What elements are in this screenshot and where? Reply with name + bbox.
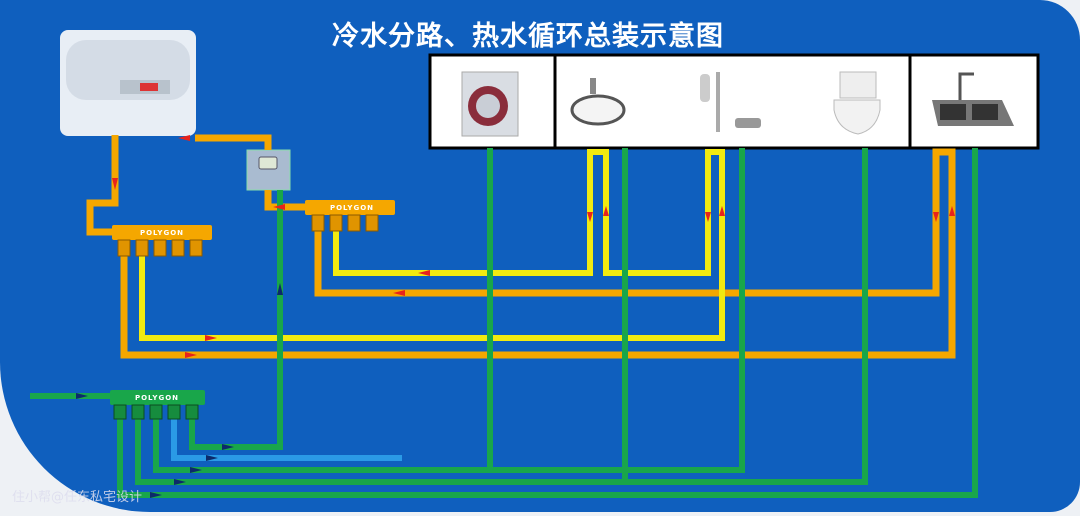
manifold-label: POLYGON: [330, 204, 374, 212]
cold-flow-arrows: [76, 283, 283, 498]
page-title: 冷水分路、热水循环总装示意图: [0, 14, 1080, 53]
circulation-pump: [246, 149, 291, 191]
basin-icon: [570, 78, 626, 126]
cold-branch-pipe: [171, 412, 402, 461]
watermark: 住小帮@任东私宅设计: [12, 490, 143, 505]
hot-main-manifold: POLYGON: [112, 225, 212, 257]
hot-flow-arrows: [112, 135, 955, 358]
shower-icon: [700, 72, 761, 132]
cold-pipes: [30, 148, 978, 498]
title-text: 冷水分路、热水循环总装示意图: [332, 21, 724, 52]
manifold-label: POLYGON: [140, 229, 184, 237]
toilet-icon: [833, 71, 881, 135]
hot-supply-pipes: [86, 134, 956, 359]
hot-return-pipe: [139, 149, 725, 341]
kitchen-sink-icon: [932, 72, 1014, 126]
cold-manifold: POLYGON: [110, 390, 205, 420]
washing-machine-icon: [461, 71, 519, 137]
manifold-label: POLYGON: [135, 394, 179, 402]
hot-return-manifold: POLYGON: [305, 200, 395, 232]
water-heater: [60, 30, 196, 136]
